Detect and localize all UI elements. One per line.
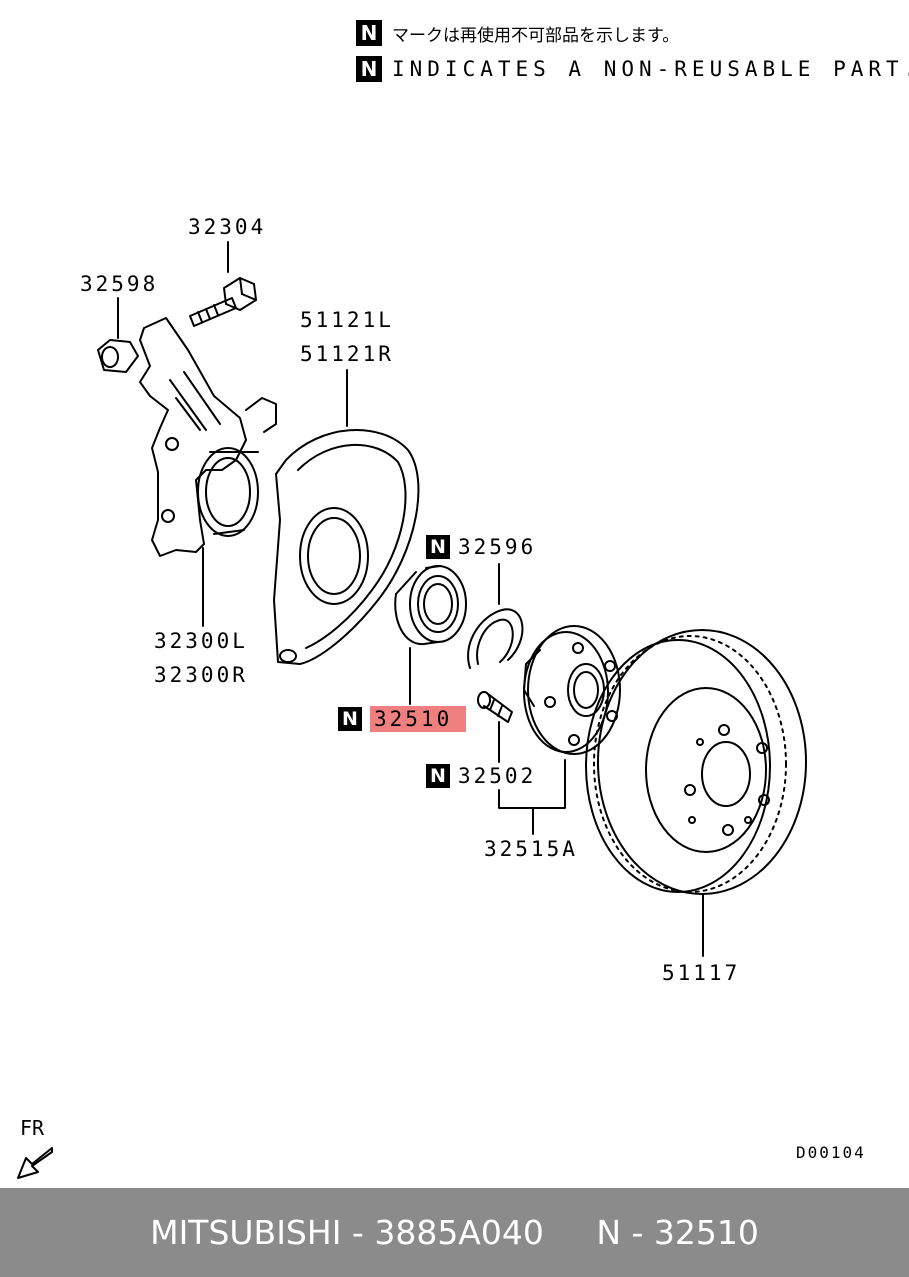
- dust-shield: [273, 428, 420, 665]
- snap-ring: [467, 608, 524, 669]
- footer-brand: MITSUBISHI: [150, 1213, 342, 1252]
- non-reusable-n-icon: N: [356, 20, 382, 46]
- footer-separator: -: [341, 1213, 375, 1252]
- part-label-brake-disc: 51117: [662, 961, 741, 985]
- footer-gap: [544, 1213, 596, 1252]
- exploded-hub-diagram: [17, 241, 807, 1179]
- part-number-text: 32510: [370, 706, 467, 732]
- brake-disc: [585, 629, 807, 895]
- part-label-hub-bolt: N 32502: [426, 763, 536, 789]
- part-label-dust-shield-r: 51121R: [300, 342, 394, 366]
- front-direction-arrow-icon: [17, 1147, 53, 1179]
- knuckle-nut: [97, 339, 139, 373]
- footer-bar: MITSUBISHI - 3885A040 N - 32510: [0, 1188, 909, 1277]
- non-reusable-n-icon: N: [356, 56, 382, 82]
- legend-english-text: INDICATES A NON-REUSABLE PART.: [392, 57, 909, 81]
- steering-knuckle: [139, 317, 277, 557]
- wheel-hub: [523, 625, 621, 755]
- part-label-knuckle-r: 32300R: [154, 663, 248, 687]
- legend-row-english: N INDICATES A NON-REUSABLE PART.: [356, 56, 909, 82]
- non-reusable-n-icon: N: [426, 764, 450, 788]
- non-reusable-n-icon: N: [338, 707, 362, 731]
- part-label-hub-assy: 32515A: [484, 837, 578, 861]
- part-label-nut: 32598: [80, 272, 159, 296]
- legend-row-japanese: N マークは再使用不可部品を示します。: [356, 20, 679, 46]
- part-label-knuckle-l: 32300L: [154, 629, 248, 653]
- part-label-bearing-highlighted: N 32510: [338, 706, 467, 732]
- part-label-snap-ring: N 32596: [426, 534, 536, 560]
- front-direction-label: FR: [20, 1116, 45, 1140]
- footer-highlight-part: N - 32510: [596, 1213, 759, 1252]
- hub-bolt: [477, 691, 513, 723]
- part-label-dust-shield-l: 51121L: [300, 308, 394, 332]
- part-number-text: 32502: [458, 764, 537, 788]
- snap-ring-inner: [476, 618, 514, 665]
- diagram-code: D00104: [796, 1143, 866, 1162]
- wheel-bearing: [394, 565, 467, 646]
- part-label-bolt: 32304: [188, 215, 267, 239]
- knuckle-bolt: [189, 277, 257, 327]
- non-reusable-n-icon: N: [426, 535, 450, 559]
- part-number-text: 32596: [458, 535, 537, 559]
- footer-part-code: 3885A040: [374, 1213, 544, 1252]
- legend-japanese-text: マークは再使用不可部品を示します。: [392, 25, 680, 46]
